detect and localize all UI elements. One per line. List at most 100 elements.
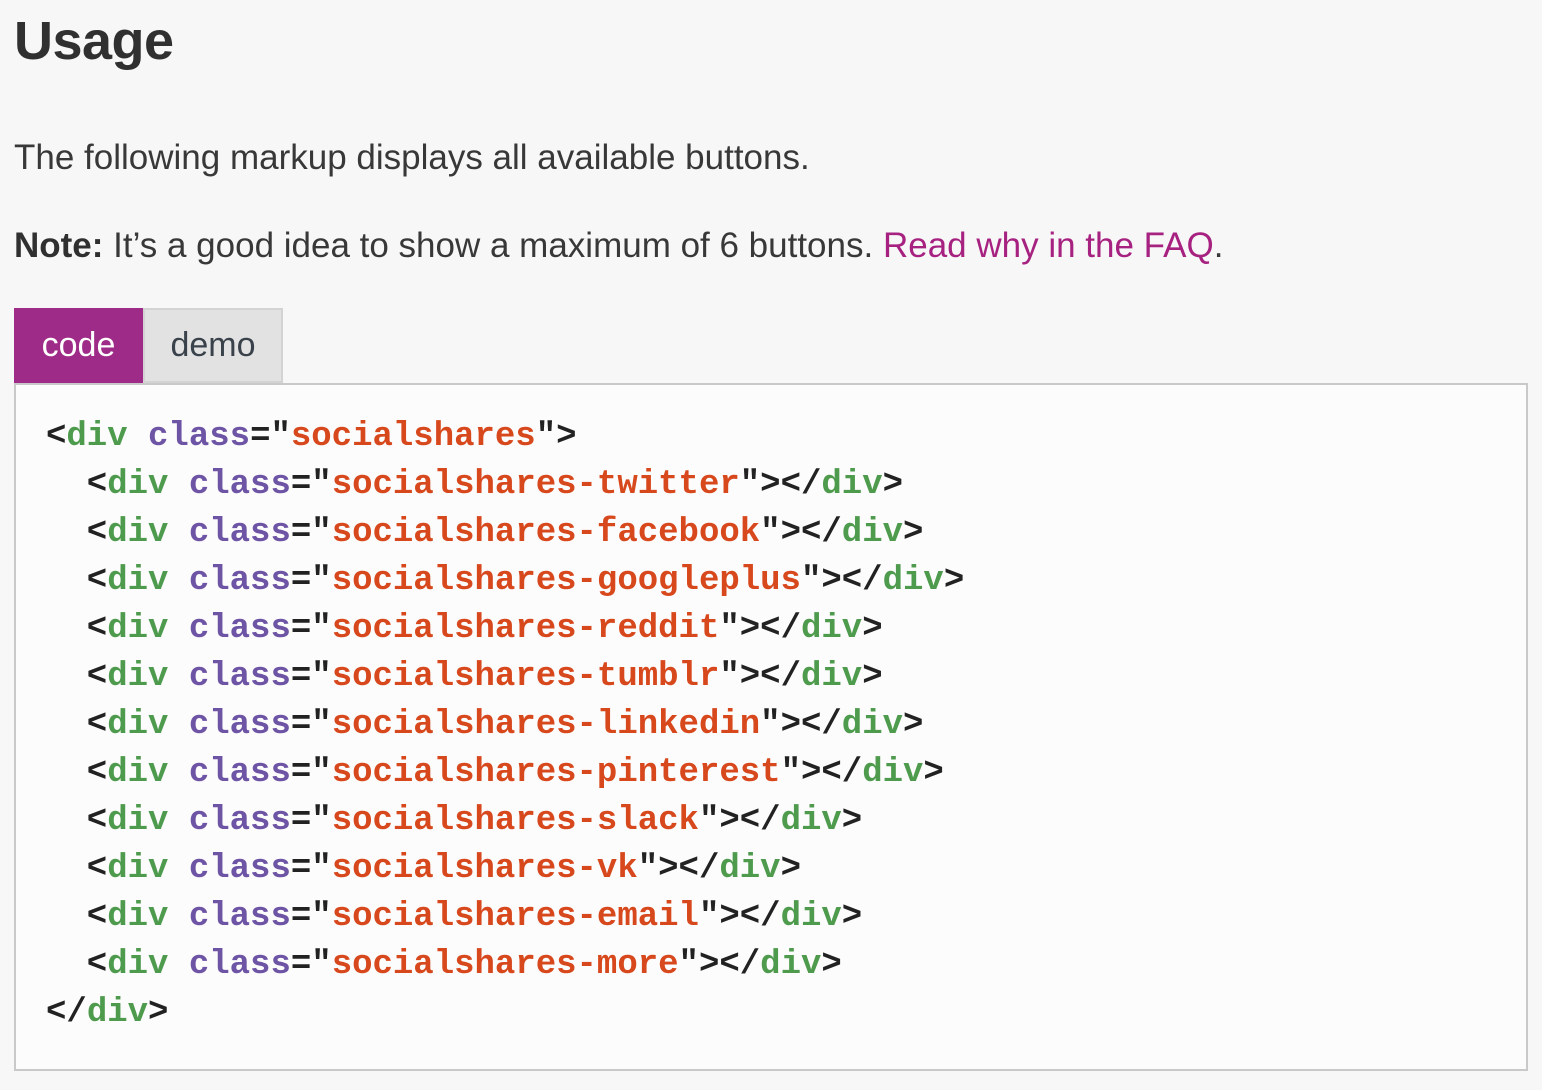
code-token: div [107,657,169,696]
code-token: "></ [678,945,761,984]
code-token [168,562,188,600]
code-token: > [882,465,904,504]
code-token: > [943,561,965,600]
code-token: > [903,513,924,552]
code-token: class [188,513,291,552]
code-token: div [107,561,169,600]
code-panel: <div class="socialshares"> <div class="s… [14,382,1528,1071]
code-token: div [107,945,169,984]
code-token: "></ [780,753,863,792]
code-token: div [107,513,169,552]
code-token: div [719,849,781,888]
code-token: class [188,753,291,792]
code-token: =" [290,945,332,984]
code-token: > [841,801,863,840]
code-token: div [780,801,842,840]
code-token: socialshares-reddit [331,609,720,648]
code-token: div [780,897,842,936]
code-token: class [188,945,291,984]
code-token: class [188,609,291,648]
code-token: div [841,705,904,744]
code-token: class [188,849,291,888]
code-token: < [46,897,108,936]
code-token: =" [290,609,332,648]
code-token: =" [290,801,332,840]
code-token: socialshares [290,417,536,456]
code-token: "></ [739,465,822,504]
faq-link[interactable]: Read why in the FAQ [882,225,1214,265]
code-token [168,466,188,504]
note-suffix: . [1213,225,1224,265]
code-token: socialshares-pinterest [331,753,781,792]
code-token: < [46,417,67,456]
code-token: < [46,657,108,696]
code-token: class [188,801,291,840]
code-token: socialshares-facebook [331,513,761,552]
code-token: =" [290,897,332,936]
code-token: =" [290,657,332,696]
code-token: div [107,801,169,840]
code-token [168,850,188,888]
code-token: "></ [698,801,781,840]
code-token: div [882,561,944,600]
code-token: =" [290,513,332,552]
tab-demo[interactable]: demo [143,307,283,383]
code-token: < [46,609,108,648]
code-token [128,418,148,456]
code-token: > [841,897,863,936]
code-token: < [46,561,108,600]
note-paragraph: Note: It’s a good idea to show a maximum… [14,224,1528,268]
code-token: div [107,465,169,504]
code-token: socialshares-email [331,897,699,936]
code-token: socialshares-twitter [331,465,740,504]
code-token: "></ [719,609,801,648]
code-token: =" [250,417,291,456]
code-token: div [66,417,128,456]
code-token [168,658,188,696]
code-token: > [923,753,944,792]
code-token: =" [290,465,332,504]
code-token [168,898,188,936]
code-token: div [800,657,863,696]
code-token: > [903,705,924,744]
code-token: =" [290,753,332,792]
code-token: > [148,993,169,1032]
code-token: socialshares-slack [331,801,699,840]
code-token: =" [290,561,332,600]
code-token: class [188,705,291,744]
code-token: < [46,753,108,792]
code-token: < [46,465,108,504]
note-label: Note: [14,225,104,265]
code-token: > [821,945,842,984]
code-token: socialshares-more [331,945,679,984]
code-token: < [46,513,108,552]
code-token: div [821,465,883,504]
code-token: class [188,657,291,696]
code-token: socialshares-googleplus [331,561,801,600]
code-token: div [86,993,149,1032]
note-text: It’s a good idea to show a maximum of 6 … [103,225,883,265]
code-token: < [46,945,108,984]
code-token: class [188,897,291,936]
code-token: class [148,417,251,456]
code-token: "></ [800,561,883,600]
code-token: > [862,657,883,696]
code-token: class [188,561,291,600]
code-token: </ [46,993,87,1032]
code-token [168,610,188,648]
code-token: =" [290,705,332,744]
code-token [168,946,188,984]
code-token [168,802,188,840]
code-token: "></ [698,897,781,936]
code-token: socialshares-vk [331,849,638,888]
tab-code[interactable]: code [14,307,143,383]
page-content: Usage The following markup displays all … [0,10,1542,1071]
code-token: div [862,753,924,792]
code-token [168,514,188,552]
code-token: div [107,609,169,648]
code-token: "></ [760,513,842,552]
code-token [168,706,188,744]
code-token: div [107,897,169,936]
code-token: div [760,945,822,984]
code-token: class [188,465,291,504]
